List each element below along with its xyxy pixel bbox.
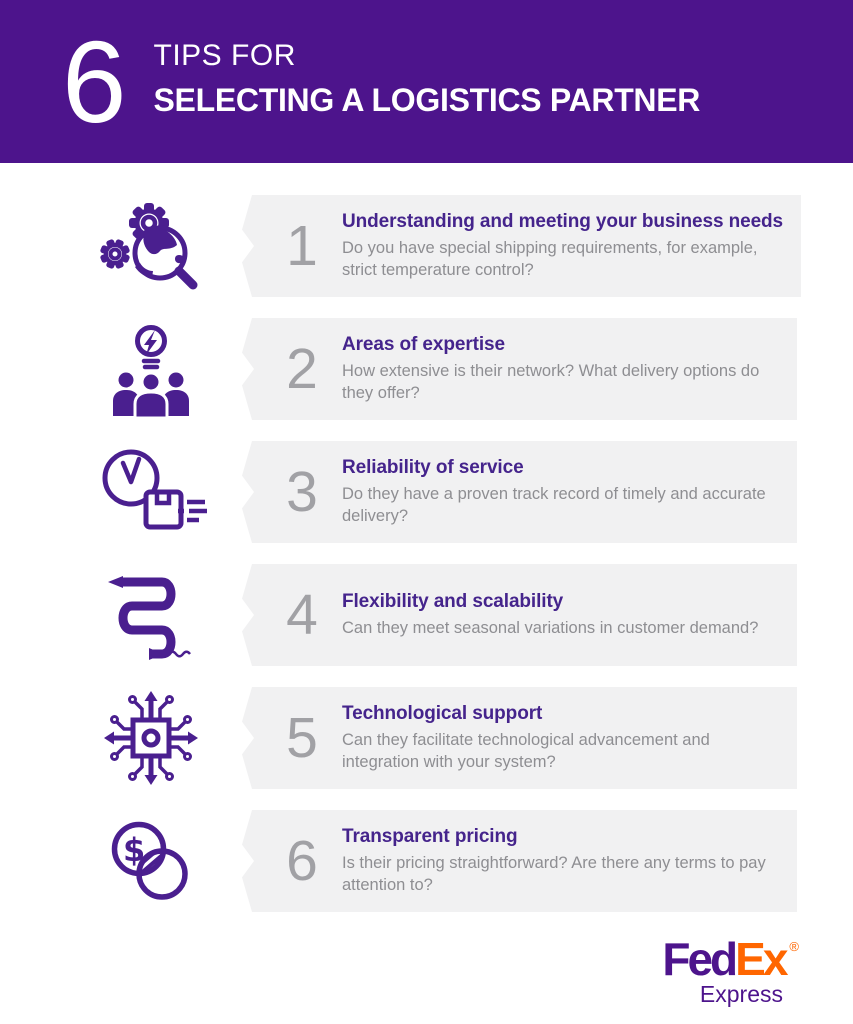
tip-4-bar: 4 Flexibility and scalability Can they m… xyxy=(242,564,797,666)
tip-1-title: Understanding and meeting your business … xyxy=(342,210,784,232)
tip-1-description: Do you have special shipping requirement… xyxy=(342,238,758,279)
clock-package-delivery-icon xyxy=(102,449,207,530)
tip-3-number: 3 xyxy=(286,459,318,524)
tip-2-icon-cell xyxy=(0,319,240,419)
tip-1-text: Understanding and meeting your business … xyxy=(342,211,801,282)
fedex-wordmark: FedEx® xyxy=(662,936,799,982)
tip-3-text: Reliability of service Do they have a pr… xyxy=(342,457,792,528)
tip-6-description: Is their pricing straightforward? Are th… xyxy=(342,853,766,894)
tip-2-title: Areas of expertise xyxy=(342,333,505,355)
svg-text:$: $ xyxy=(123,831,145,869)
tip-row-1: 1 Understanding and meeting your busines… xyxy=(0,195,853,297)
fedex-fed-text: Fed xyxy=(662,933,738,985)
tip-4-description: Can they meet seasonal variations in cus… xyxy=(342,618,759,637)
fedex-express-text: Express xyxy=(699,981,783,1007)
tip-6-title: Transparent pricing xyxy=(342,825,518,847)
tip-2-number: 2 xyxy=(286,336,318,401)
tip-6-icon-cell: $ xyxy=(0,811,240,911)
tip-2-bar: 2 Areas of expertise How extensive is th… xyxy=(242,318,797,420)
tip-3-icon-cell xyxy=(0,442,240,542)
tip-6-number: 6 xyxy=(286,828,318,893)
tip-2-description: How extensive is their network? What del… xyxy=(342,361,760,402)
tip-4-icon-cell xyxy=(0,565,240,665)
tip-5-text: Technological support Can they facilitat… xyxy=(342,703,792,774)
tip-3-description: Do they have a proven track record of ti… xyxy=(342,484,766,525)
header-big-number: 6 xyxy=(62,16,127,147)
gears-magnifier-globe-icon xyxy=(100,203,198,290)
tip-1-bar: 1 Understanding and meeting your busines… xyxy=(242,195,802,297)
tip-3-title: Reliability of service xyxy=(342,456,524,478)
fedex-logo: FedEx® Express xyxy=(0,936,799,1008)
header-title: TIPS FOR SELECTING A LOGISTICS PARTNER xyxy=(154,39,701,119)
registered-trademark-symbol: ® xyxy=(789,939,799,954)
header-title-line2: SELECTING A LOGISTICS PARTNER xyxy=(153,81,701,118)
tip-row-5: 5 Technological support Can they facilit… xyxy=(0,687,853,789)
tip-4-text: Flexibility and scalability Can they mee… xyxy=(342,591,776,640)
tip-4-number: 4 xyxy=(286,582,318,647)
tip-5-description: Can they facilitate technological advanc… xyxy=(342,730,710,771)
tip-2-text: Areas of expertise How extensive is thei… xyxy=(342,334,792,405)
tip-5-number: 5 xyxy=(286,705,318,770)
tip-row-6: $ 6 Transparent pricing Is their pricing… xyxy=(0,810,853,912)
tip-3-bar: 3 Reliability of service Do they have a … xyxy=(242,441,797,543)
coins-dollar-icon: $ xyxy=(111,821,188,900)
fedex-ex-text: Ex xyxy=(735,933,788,985)
tip-4-title: Flexibility and scalability xyxy=(342,590,564,612)
tip-6-text: Transparent pricing Is their pricing str… xyxy=(342,826,792,897)
tip-5-bar: 5 Technological support Can they facilit… xyxy=(242,687,797,789)
tip-5-icon-cell xyxy=(0,688,240,788)
header-banner: 6 TIPS FOR SELECTING A LOGISTICS PARTNER xyxy=(0,0,853,163)
tip-row-2: 2 Areas of expertise How extensive is th… xyxy=(0,318,853,420)
tip-5-title: Technological support xyxy=(342,702,543,724)
tips-list: 1 Understanding and meeting your busines… xyxy=(0,195,853,912)
tip-6-bar: 6 Transparent pricing Is their pricing s… xyxy=(242,810,797,912)
tip-row-4: 4 Flexibility and scalability Can they m… xyxy=(0,564,853,666)
team-idea-lightbulb-icon xyxy=(113,325,189,419)
header-title-line1: TIPS FOR xyxy=(153,38,296,72)
tip-1-icon-cell xyxy=(0,196,240,296)
microchip-circuit-icon xyxy=(104,691,198,785)
tip-row-3: 3 Reliability of service Do they have a … xyxy=(0,441,853,543)
flexible-winding-pencil-icon xyxy=(108,576,191,660)
tip-1-number: 1 xyxy=(286,213,318,278)
